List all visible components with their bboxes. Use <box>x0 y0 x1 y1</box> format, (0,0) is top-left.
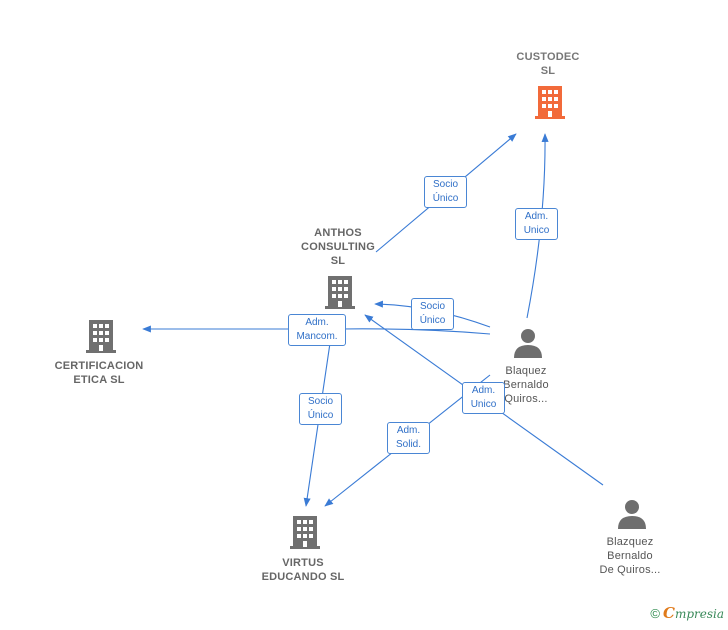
brand-logo: Cmpresia <box>662 604 724 622</box>
label-line: Blaquez <box>505 365 547 377</box>
building-icon-custodec <box>535 86 565 119</box>
label-line: CUSTODEC <box>516 51 580 63</box>
edge-label-adm-unico-custodec: Adm. Unico <box>515 208 558 240</box>
brand-footer[interactable]: ©Cmpresia <box>650 604 724 622</box>
edge-label-adm-solid: Adm. Solid. <box>387 422 430 454</box>
edge-label-line: Socio <box>307 396 333 407</box>
edge-label-line: Socio <box>432 179 458 190</box>
edge-label-line: Solid. <box>395 439 421 450</box>
person-icon-blaquez <box>514 329 542 358</box>
edge-label-adm-mancom: Adm. Mancom. <box>288 314 346 346</box>
label-line: SL <box>540 65 556 77</box>
building-icon-certificacion <box>86 320 116 353</box>
edge-label-line: Adm. <box>305 317 329 328</box>
label-line: CONSULTING <box>301 241 375 253</box>
brand-name: mpresia <box>674 607 724 621</box>
label-line: ETICA SL <box>73 374 125 386</box>
label-line: Blazquez <box>606 536 654 548</box>
label-line: Bernaldo <box>503 379 549 391</box>
label-line: SL <box>330 255 346 267</box>
node-label-blaquez[interactable]: Blaquez Bernaldo Quiros... <box>478 364 574 406</box>
copyright-icon: © <box>650 606 660 621</box>
label-line: VIRTUS <box>282 557 324 569</box>
edge-label-line: Único <box>307 410 334 421</box>
edge-label-line: Adm. <box>524 211 549 222</box>
node-label-certificacion: CERTIFICACION ETICA SL <box>44 359 154 387</box>
edge-label-line: Socio <box>419 301 445 312</box>
edge-label-line: Único <box>432 193 459 204</box>
node-label-anthos: ANTHOS CONSULTING SL <box>288 226 388 268</box>
brand-letter: C <box>662 604 675 622</box>
node-label-blazquez[interactable]: Blazquez Bernaldo De Quiros... <box>582 535 678 577</box>
edge-label-socio-unico-anthos: Socio Único <box>411 298 454 330</box>
label-line: ANTHOS <box>314 227 362 239</box>
person-icon-blazquez <box>618 500 646 529</box>
edge-label-socio-unico-custodec: Socio Único <box>424 176 467 208</box>
edge-label-line: Único <box>419 315 446 326</box>
building-icon-virtus <box>290 516 320 549</box>
node-label-custodec: CUSTODEC SL <box>498 50 598 78</box>
edge-label-line: Mancom. <box>296 331 338 342</box>
building-icon-anthos <box>325 276 355 309</box>
label-line: De Quiros... <box>599 564 661 576</box>
label-line: Quiros... <box>504 393 548 405</box>
edge-label-adm-unico-anthos: Adm. Unico <box>462 382 505 414</box>
edge-label-socio-unico-virtus: Socio Único <box>299 393 342 425</box>
label-line: Bernaldo <box>607 550 653 562</box>
label-line: CERTIFICACION <box>54 360 144 372</box>
edge-label-line: Adm. <box>471 385 496 396</box>
edge-label-line: Unico <box>523 225 550 236</box>
node-label-virtus: VIRTUS EDUCANDO SL <box>253 556 353 584</box>
label-line: EDUCANDO SL <box>261 571 345 583</box>
edge-label-line: Unico <box>470 399 497 410</box>
edge-label-line: Adm. <box>396 425 421 436</box>
